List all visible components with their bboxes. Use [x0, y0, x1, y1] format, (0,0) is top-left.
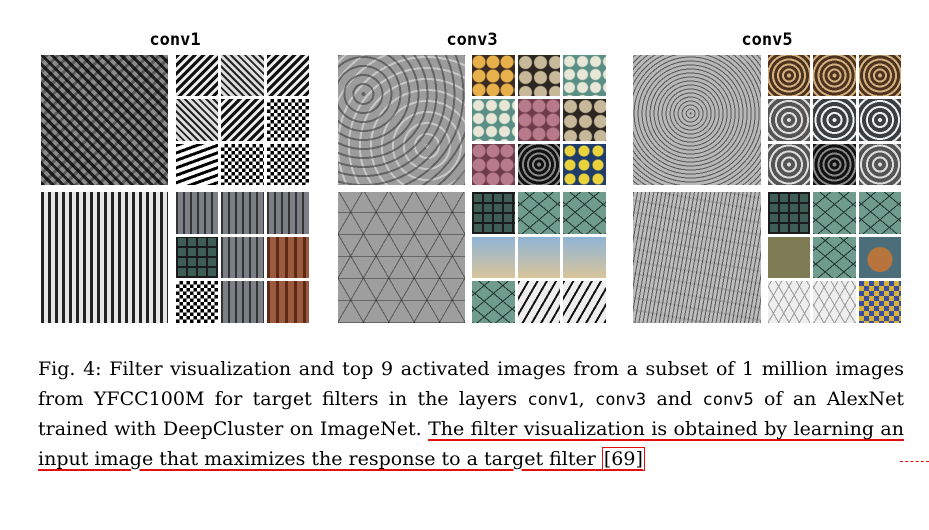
thumbnail: [176, 99, 219, 141]
conv5-top9-grid-1: [768, 55, 901, 185]
thumbnail: [176, 192, 219, 234]
thumbnail: [813, 281, 856, 323]
figure-caption: Fig. 4: Filter visualization and top 9 a…: [38, 355, 904, 474]
thumbnail: [517, 192, 561, 234]
layer-name-conv3: conv3: [594, 389, 647, 410]
thumbnail: [768, 192, 811, 234]
thumbnail: [266, 143, 309, 185]
thumbnail: [813, 143, 856, 185]
caption-text: of an AlexNet trained with DeepCluster o…: [38, 387, 904, 441]
thumbnail: [563, 143, 606, 185]
thumbnail: [517, 99, 561, 141]
thumbnail: [563, 281, 606, 323]
conv3-filter-visualization-2: [338, 192, 465, 323]
annotation-dash: [900, 461, 929, 462]
thumbnail: [813, 192, 856, 234]
thumbnail: [563, 99, 606, 141]
thumbnail: [221, 143, 264, 185]
highlighted-sentence: The filter visualization is obtained by …: [38, 418, 904, 470]
thumbnail: [768, 281, 811, 323]
caption-text: Filter visualization and top 9 activated…: [38, 358, 904, 410]
citation-link[interactable]: [69]: [601, 446, 645, 471]
conv5-filter-visualization-2: [633, 192, 761, 323]
thumbnail: [176, 281, 219, 323]
conv3-filter-visualization-1: [338, 55, 465, 185]
thumbnail: [176, 55, 219, 97]
thumbnail: [563, 192, 606, 234]
figure-label: Fig. 4:: [38, 358, 102, 380]
thumbnail: [858, 99, 901, 141]
thumbnail: [472, 55, 515, 97]
caption-space: [596, 448, 602, 470]
thumbnail: [176, 236, 219, 279]
thumbnail: [472, 281, 515, 323]
conv1-filter-visualization-2: [41, 192, 168, 323]
conv3-top9-grid-1: [472, 55, 606, 185]
thumbnail: [472, 143, 515, 185]
thumbnail: [517, 143, 561, 185]
thumbnail: [266, 99, 309, 141]
layer-title-conv5: conv5: [741, 30, 793, 50]
thumbnail: [858, 281, 901, 323]
thumbnail: [563, 55, 606, 97]
thumbnail: [768, 236, 811, 279]
thumbnail: [176, 143, 219, 185]
thumbnail: [266, 192, 309, 234]
thumbnail: [517, 236, 561, 279]
layer-title-conv1: conv1: [149, 30, 201, 50]
caption-separator: ,: [578, 387, 595, 410]
conv1-top9-grid-2: [176, 192, 309, 323]
thumbnail: [221, 99, 264, 141]
thumbnail: [221, 192, 264, 234]
thumbnail: [221, 236, 264, 279]
conv3-top9-grid-2: [472, 192, 606, 323]
conv1-top9-grid-1: [176, 55, 309, 185]
thumbnail: [768, 143, 811, 185]
thumbnail: [266, 236, 309, 279]
thumbnail: [813, 99, 856, 141]
thumbnail: [768, 55, 811, 97]
thumbnail: [858, 143, 901, 185]
thumbnail: [813, 55, 856, 97]
conv5-top9-grid-2: [768, 192, 901, 323]
thumbnail: [517, 55, 561, 97]
thumbnail: [813, 236, 856, 279]
thumbnail: [472, 192, 515, 234]
thumbnail: [266, 55, 309, 97]
thumbnail: [768, 99, 811, 141]
thumbnail: [266, 281, 309, 323]
thumbnail: [858, 55, 901, 97]
caption-separator: and: [646, 387, 703, 410]
layer-name-conv1: conv1: [527, 389, 579, 410]
thumbnail: [858, 192, 901, 234]
thumbnail: [858, 236, 901, 279]
layer-name-conv5: conv5: [702, 389, 754, 410]
thumbnail: [472, 236, 515, 279]
thumbnail: [221, 281, 264, 323]
layer-title-conv3: conv3: [446, 30, 498, 50]
thumbnail: [517, 281, 561, 323]
conv1-filter-visualization-1: [41, 55, 168, 185]
thumbnail: [221, 55, 264, 97]
thumbnail: [563, 236, 606, 279]
thumbnail: [472, 99, 515, 141]
conv5-filter-visualization-1: [633, 55, 761, 185]
